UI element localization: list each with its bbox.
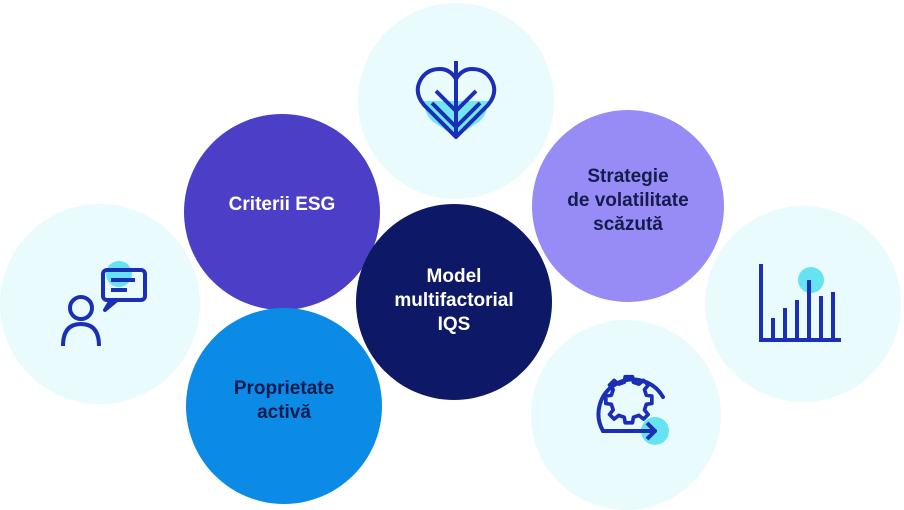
icon-circle-top bbox=[358, 3, 554, 199]
leaf-heart-icon bbox=[408, 53, 504, 149]
icon-circle-right bbox=[705, 206, 901, 402]
person-chat-icon bbox=[59, 256, 155, 352]
icon-circle-bottom-right bbox=[531, 320, 721, 510]
node-active-ownership-label: Proprietate activă bbox=[233, 378, 335, 423]
gear-cycle-icon bbox=[581, 357, 677, 453]
node-esg-criteria: Criterii ESG bbox=[184, 114, 380, 310]
bar-chart-icon bbox=[753, 256, 849, 352]
node-low-volatility-strategy: Strategie de volatilitate scăzută bbox=[532, 110, 724, 302]
icon-circle-left bbox=[0, 204, 200, 404]
node-low-volatility-strategy-label: Strategie de volatilitate scăzută bbox=[567, 166, 689, 235]
node-iqs-multifactor-model: Model multifactorial IQS bbox=[356, 204, 552, 400]
node-esg-criteria-label: Criterii ESG bbox=[228, 194, 336, 215]
node-active-ownership: Proprietate activă bbox=[186, 308, 382, 504]
node-iqs-multifactor-model-label: Model multifactorial IQS bbox=[394, 266, 514, 335]
